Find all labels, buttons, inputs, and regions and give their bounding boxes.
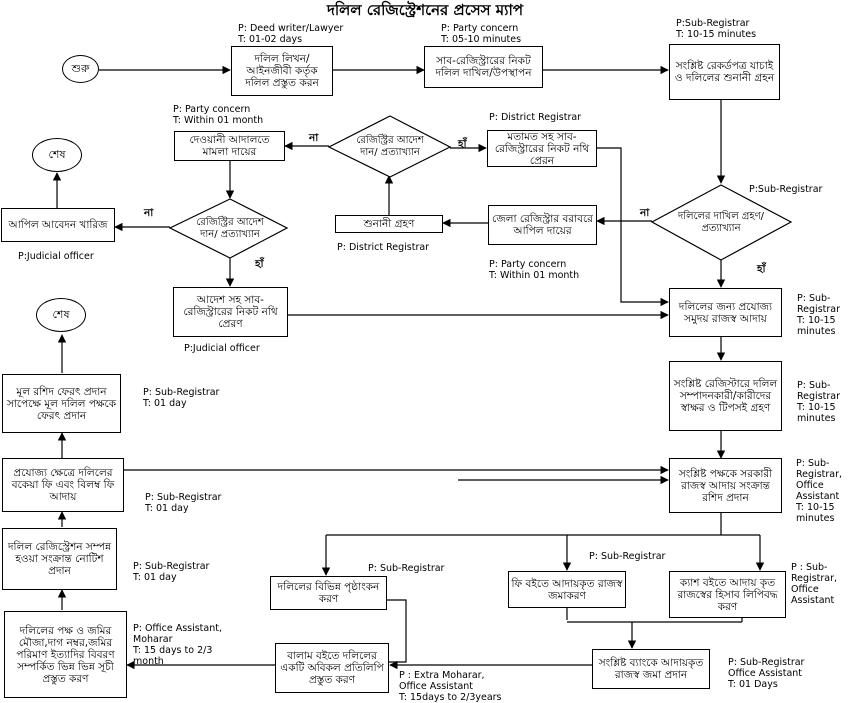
- send-opinion-box: মতামত সহ সাব-রেজিস্ট্রারের নিকট নথি প্রে…: [487, 130, 597, 167]
- end-label: শেষ: [48, 147, 66, 161]
- annotation-notice: P: Sub-Registrar T: 01 day: [133, 561, 210, 583]
- notice-box: দলিল রেজিস্ট্রেশন সম্পন্ন হওয়া সংক্রান্…: [2, 528, 117, 590]
- receipt-give-box: সংশ্লিষ্ট পক্ষকে সরকারী রাজস্ব আদায় সংক…: [669, 458, 782, 513]
- annotation-list-prep: P: Office Assistant, Moharar T: 15 days …: [133, 623, 222, 667]
- yes-label: হাঁ: [458, 138, 467, 150]
- annotation-civil: P: Party concern T: Within 01 month: [173, 104, 264, 126]
- civil-court-box: দেওয়ানী আদালতে মামলা দায়ের: [174, 131, 285, 161]
- annotation-signature: P: Sub- Registrar T: 10-15 minutes: [797, 380, 840, 424]
- order-send-box: আদেশ সহ সাব-রেজিস্ট্রারের নিকট নথি প্রের…: [173, 287, 288, 337]
- annotation-deed-writing: P: Deed writer/Lawyer T: 01-02 days: [238, 23, 344, 45]
- no-label: না: [144, 207, 154, 219]
- volume-copy-box: বালাম বইতে দলিলের একটি অবিকল প্রতিলিপি প…: [275, 643, 389, 693]
- connector-lines: [52, 65, 765, 670]
- annotation-district: P: District Registrar: [337, 242, 430, 253]
- annotation-deficit-fee: P: Sub-Registrar T: 01 day: [145, 492, 222, 514]
- annotation-receipt: P: Sub- Registrar, Office Assistant T: 1…: [796, 458, 843, 524]
- endorse-box: দলিলের বিভিন্ন পৃষ্ঠাংকন করণ: [270, 576, 387, 610]
- page-title: দলিল রেজিস্ট্রেশনের প্রসেস ম্যাপ: [327, 1, 523, 19]
- bank-deposit-box: সংশ্লিষ্ট ব্যাংকে আদায়কৃত রাজস্ব জমা প্…: [592, 649, 710, 689]
- annotation-fee-book: P: Sub-Registrar: [589, 551, 666, 562]
- no-label: না: [309, 132, 319, 144]
- district-decision-text: রেজিস্ট্রির আদেশ দান/ প্রত্যাখ্যান: [356, 135, 424, 158]
- end-label: শেষ: [52, 307, 70, 321]
- annotation-endorse: P: Sub-Registrar: [368, 563, 445, 574]
- submit-subreg-box: সাব-রেজিস্ট্রারের নিকট দলিল দাখিল/উপস্থা…: [424, 46, 543, 88]
- start-label: শুরু: [71, 61, 90, 75]
- deficit-fee-box: প্রযোজ্য ক্ষেত্রে দলিলের বকেয়া ফি এবং ব…: [2, 458, 124, 512]
- annotation-fee-collect: P: Sub- Registrar T: 10-15 minutes: [797, 293, 840, 337]
- cash-book-box: ক্যাশ বইতে আদায় কৃত রাজস্বের হিসাব লিপি…: [669, 571, 786, 618]
- annotation-subreg-decision: P:Sub-Registrar: [749, 184, 823, 195]
- appeal-dismissed-box: আপিল আবেদন খারিজ: [1, 208, 115, 242]
- fee-book-box: ফি বইতে আদায়কৃত রাজস্ব জমাকরণ: [508, 571, 626, 608]
- hearing-box: শুনানী গ্রহণ: [335, 215, 443, 233]
- annotation-record: P:Sub-Registrar T: 10-15 minutes: [676, 18, 757, 40]
- fee-collect-box: দলিলের জন্য প্রযোজ্য সমুদয় রাজস্ব আদায়: [669, 288, 782, 337]
- signature-box: সংশ্লিষ্ট রেজিস্টারে দলিল সম্পাদনকারী/কা…: [669, 361, 782, 431]
- yes-label: হাঁ: [255, 258, 264, 270]
- decision-shapes: [168, 115, 793, 261]
- record-check-box: সংশ্লিষ্ট রেকর্ডপত্র যাচাই ও দলিলের শুনা…: [669, 44, 780, 100]
- list-prep-box: দলিলের পক্ষ ও জমির মৌজা,দাগ নম্বর,জমির প…: [4, 611, 127, 698]
- deed-decision-text: দলিলের দাখিল গ্রহণ/প্রত্যাখ্যান: [677, 211, 765, 234]
- district-appeal-box: জেলা রেজিস্ট্রার বরাবরে আপিল দায়ের: [488, 205, 597, 245]
- deed-writing-box: দলিল লিখন/ আইনজীবী কর্তৃক দলিল প্রস্তুত …: [231, 46, 333, 96]
- start-circle: শুরু: [62, 55, 99, 83]
- end-circle-top: শেষ: [32, 138, 82, 172]
- annotation-cash-book: P : Sub- Registrar, Office Assistant: [791, 562, 838, 606]
- court-decision-text: রেজিস্ট্রির আদেশ দান/ প্রত্যাখ্যান: [196, 217, 264, 240]
- annotation-volume-copy: P : Extra Moharar, Office Assistant T: 1…: [399, 670, 502, 703]
- annotation-district-top: P: District Registrar: [489, 112, 582, 123]
- annotation-bank: P: Sub-Registrar Office Assistant T: 01 …: [728, 657, 805, 690]
- annotation-judicial-1: P:Judicial officer: [18, 251, 94, 262]
- annotation-party-month: P: Party concern T: Within 01 month: [489, 259, 580, 281]
- annotation-original-receipt: P: Sub-Registrar T: 01 day: [143, 387, 220, 409]
- end-circle-left: শেষ: [36, 298, 86, 332]
- annotation-judicial-2: P:Judicial officer: [184, 343, 260, 354]
- annotation-submit: P: Party concern T: 05-10 minutes: [441, 23, 522, 45]
- original-receipt-box: মূল রশিদ ফেরৎ প্রদান সাপেক্ষে মূল দলিল প…: [2, 374, 121, 433]
- no-label: না: [640, 207, 650, 219]
- yes-label: হাঁ: [757, 263, 766, 275]
